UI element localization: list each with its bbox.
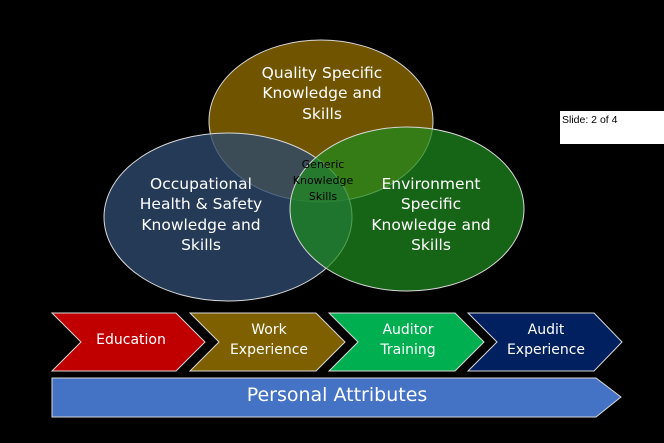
venn-env-line4: Skills bbox=[411, 236, 451, 255]
venn-generic-line2: Knowledge bbox=[292, 173, 354, 187]
slide-indicator: Slide: 2 of 4 bbox=[560, 111, 664, 144]
chevron-label-audit-experience: Audit Experience bbox=[491, 321, 601, 360]
venn-ohs-line2: Health & Safety bbox=[139, 195, 263, 214]
chevron-auditor-line2: Training bbox=[380, 341, 436, 358]
venn-generic-line3: Skills bbox=[308, 189, 338, 203]
chevron-work-experience bbox=[188, 312, 346, 372]
venn-ohs-line3: Knowledge and bbox=[141, 215, 261, 234]
venn-circle-environment bbox=[289, 126, 525, 292]
chevron-label-work-experience: Work Experience bbox=[214, 321, 324, 360]
venn-env-line2: Specific bbox=[400, 195, 462, 214]
personal-attributes-arrow bbox=[51, 377, 622, 418]
venn-label-ohs: Occupational Health & Safety Knowledge a… bbox=[121, 174, 281, 256]
venn-label-generic: Generic Knowledge Skills bbox=[278, 157, 368, 205]
chevron-label-auditor-training: Auditor Training bbox=[353, 321, 463, 360]
venn-label-quality: Quality Specific Knowledge and Skills bbox=[222, 63, 422, 124]
personal-attributes-label: Personal Attributes bbox=[246, 384, 428, 406]
venn-quality-line3: Skills bbox=[302, 104, 342, 123]
venn-generic-line1: Generic bbox=[301, 158, 345, 171]
chevron-work-line1: Work bbox=[251, 322, 287, 338]
chevron-auditor-line1: Auditor bbox=[382, 322, 434, 338]
venn-label-environment: Environment Specific Knowledge and Skill… bbox=[351, 174, 511, 256]
chevron-audit-line2: Experience bbox=[506, 341, 586, 358]
chevron-work-line2: Experience bbox=[229, 341, 309, 358]
venn-ohs-line1: Occupational bbox=[150, 175, 252, 193]
venn-quality-line2: Knowledge and bbox=[262, 84, 382, 103]
chevron-label-education: Education bbox=[76, 331, 186, 351]
chevron-audit-experience bbox=[466, 312, 623, 372]
chevron-education-line1: Education bbox=[96, 332, 166, 348]
venn-env-line3: Knowledge and bbox=[371, 215, 491, 234]
chevron-audit-line1: Audit bbox=[527, 322, 565, 338]
venn-quality-line1: Quality Specific bbox=[261, 64, 383, 82]
venn-ohs-line4: Skills bbox=[181, 236, 221, 255]
venn-env-line1: Environment bbox=[381, 175, 481, 193]
chevron-education bbox=[50, 312, 206, 372]
chevron-auditor-training bbox=[327, 312, 485, 372]
